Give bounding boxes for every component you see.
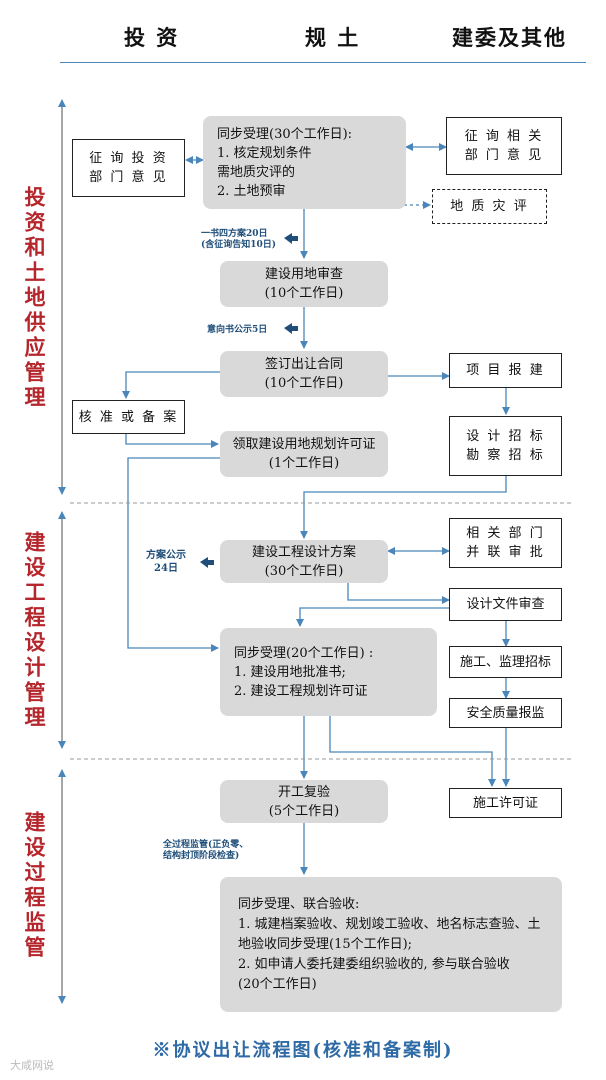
header-construction: 建委及其他 [452, 25, 567, 50]
stage-design-management: 建设工程设计管理 [22, 531, 47, 731]
note-scheme-notice: 方案公示 24日 [146, 550, 186, 574]
sign-transfer-contract-box: 签订出让合同 (10个工作日) [220, 351, 388, 397]
stage-land-supply: 投资和土地供应管理 [22, 185, 47, 411]
sync-acceptance-20-days-box: 同步受理(20个工作日) : 1. 建设用地批准书; 2. 建设工程规划许可证 [220, 628, 437, 716]
watermark: 大咸网说 [10, 1059, 54, 1072]
construction-permit-box: 施工许可证 [449, 788, 562, 818]
safety-quality-report-box: 安全质量报监 [449, 698, 562, 728]
header-divider [60, 62, 586, 63]
figure-caption: ※协议出让流程图(核准和备案制) [152, 1040, 454, 1061]
geological-hazard-eval-box: 地 质 灾 评 [432, 189, 547, 224]
solicit-investment-dept-box: 征 询 投 资 部 门 意 见 [72, 139, 185, 197]
note-one-book-four-schemes: 一书四方案20日 (含征询告知10日) [201, 229, 277, 250]
header-investment: 投 资 [124, 25, 180, 50]
solicit-related-dept-box: 征 询 相 关 部 门 意 见 [446, 117, 562, 175]
stage-construction-supervision: 建设过程监管 [22, 811, 47, 961]
start-work-recheck-box: 开工复验 (5个工作日) [220, 780, 388, 823]
joint-approval-box: 相 关 部 门 并 联 审 批 [449, 518, 562, 568]
design-survey-tender-box: 设 计 招 标 勘 察 招 标 [449, 416, 562, 476]
land-planning-permit-box: 领取建设用地规划许可证 (1个工作日) [220, 431, 388, 477]
project-report-box: 项 目 报 建 [449, 353, 562, 388]
joint-acceptance-box: 同步受理、联合验收: 1. 城建档案验收、规划竣工验收、地名标志查验、土地验收同… [220, 877, 562, 1012]
construction-supervision-tender-box: 施工、监理招标 [449, 646, 562, 678]
sync-acceptance-30-days-box: 同步受理(30个工作日): 1. 核定规划条件 需地质灾评的 2. 土地预审 [203, 116, 406, 209]
note-whole-process-supervision: 全过程监管(正负零、 结构封顶阶段检查) [163, 840, 249, 861]
design-doc-review-box: 设计文件审查 [449, 588, 562, 621]
header-planning: 规 土 [305, 25, 361, 50]
land-use-review-box: 建设用地审查 (10个工作日) [220, 261, 388, 307]
approval-or-record-box: 核 准 或 备 案 [72, 400, 185, 434]
note-intent-notice: 意向书公示5日 [207, 325, 268, 335]
design-scheme-box: 建设工程设计方案 (30个工作日) [220, 540, 388, 583]
